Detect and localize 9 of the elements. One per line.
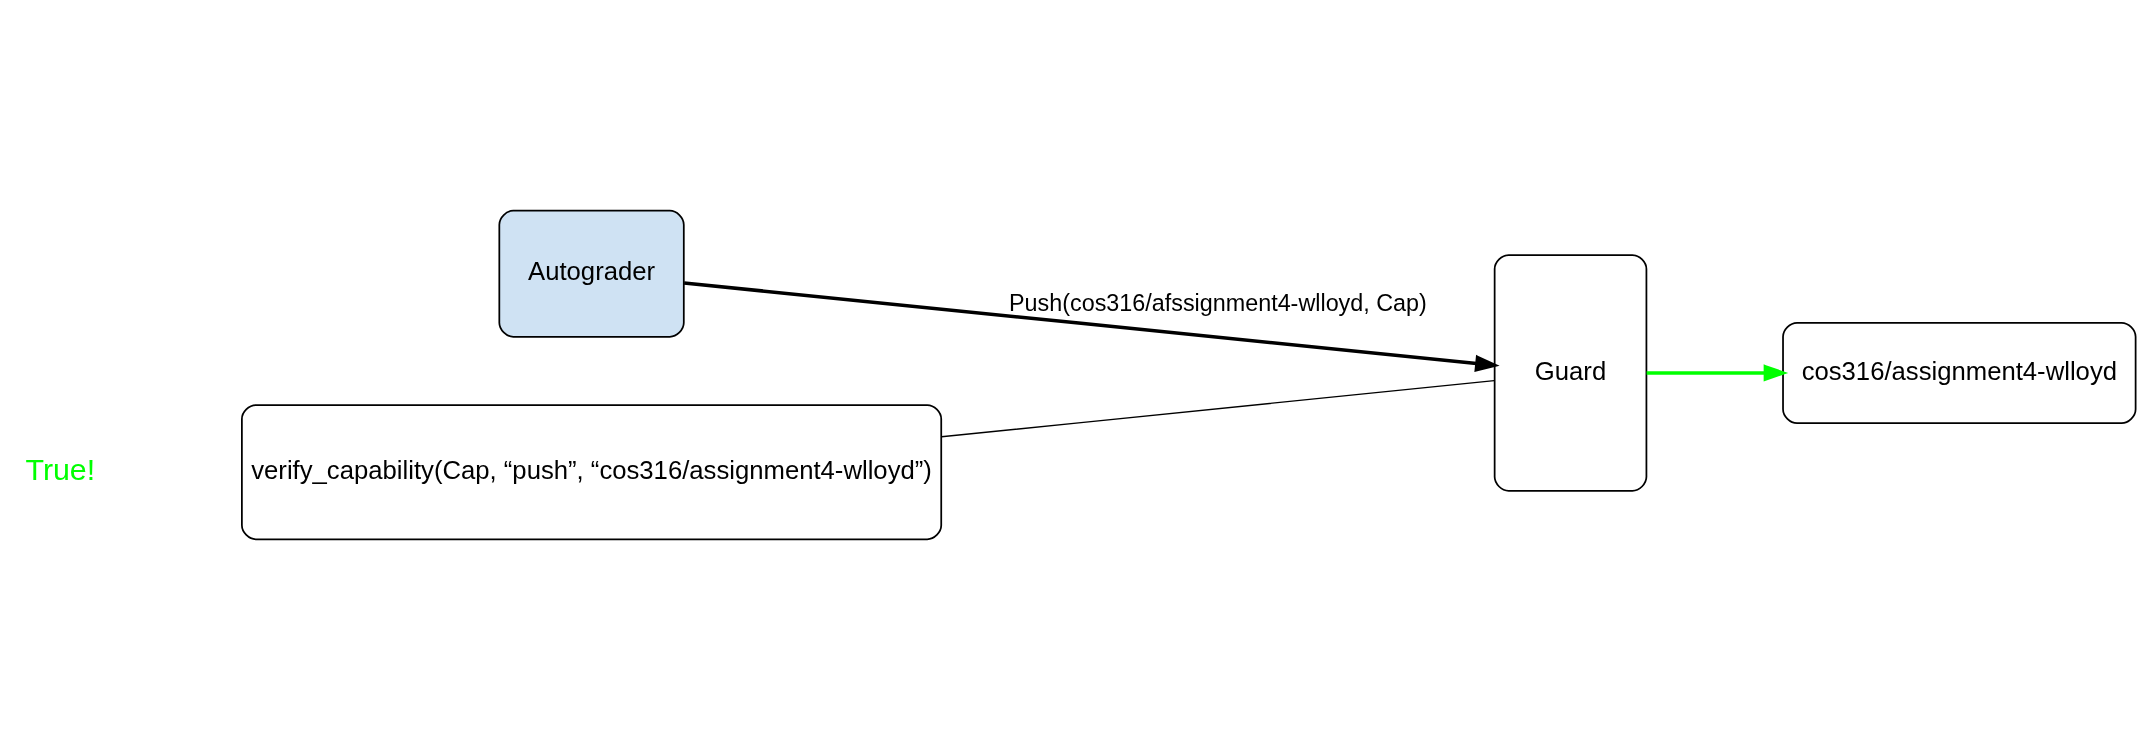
node-box: Guard (1493, 253, 1648, 492)
node-box: verify_capability(Cap, “push”, “cos316/assignment4-wlloyd”) (241, 403, 943, 540)
connector (940, 379, 1495, 437)
arrow (684, 280, 1500, 372)
edge-label: Push(cos316/afssignment4-wlloyd, Cap) (1009, 289, 1427, 316)
label: True! (25, 452, 96, 486)
node-box: cos316/assignment4-wlloyd (1782, 321, 2137, 424)
arrow (1646, 363, 1789, 382)
node-box: Autograder (498, 209, 685, 338)
